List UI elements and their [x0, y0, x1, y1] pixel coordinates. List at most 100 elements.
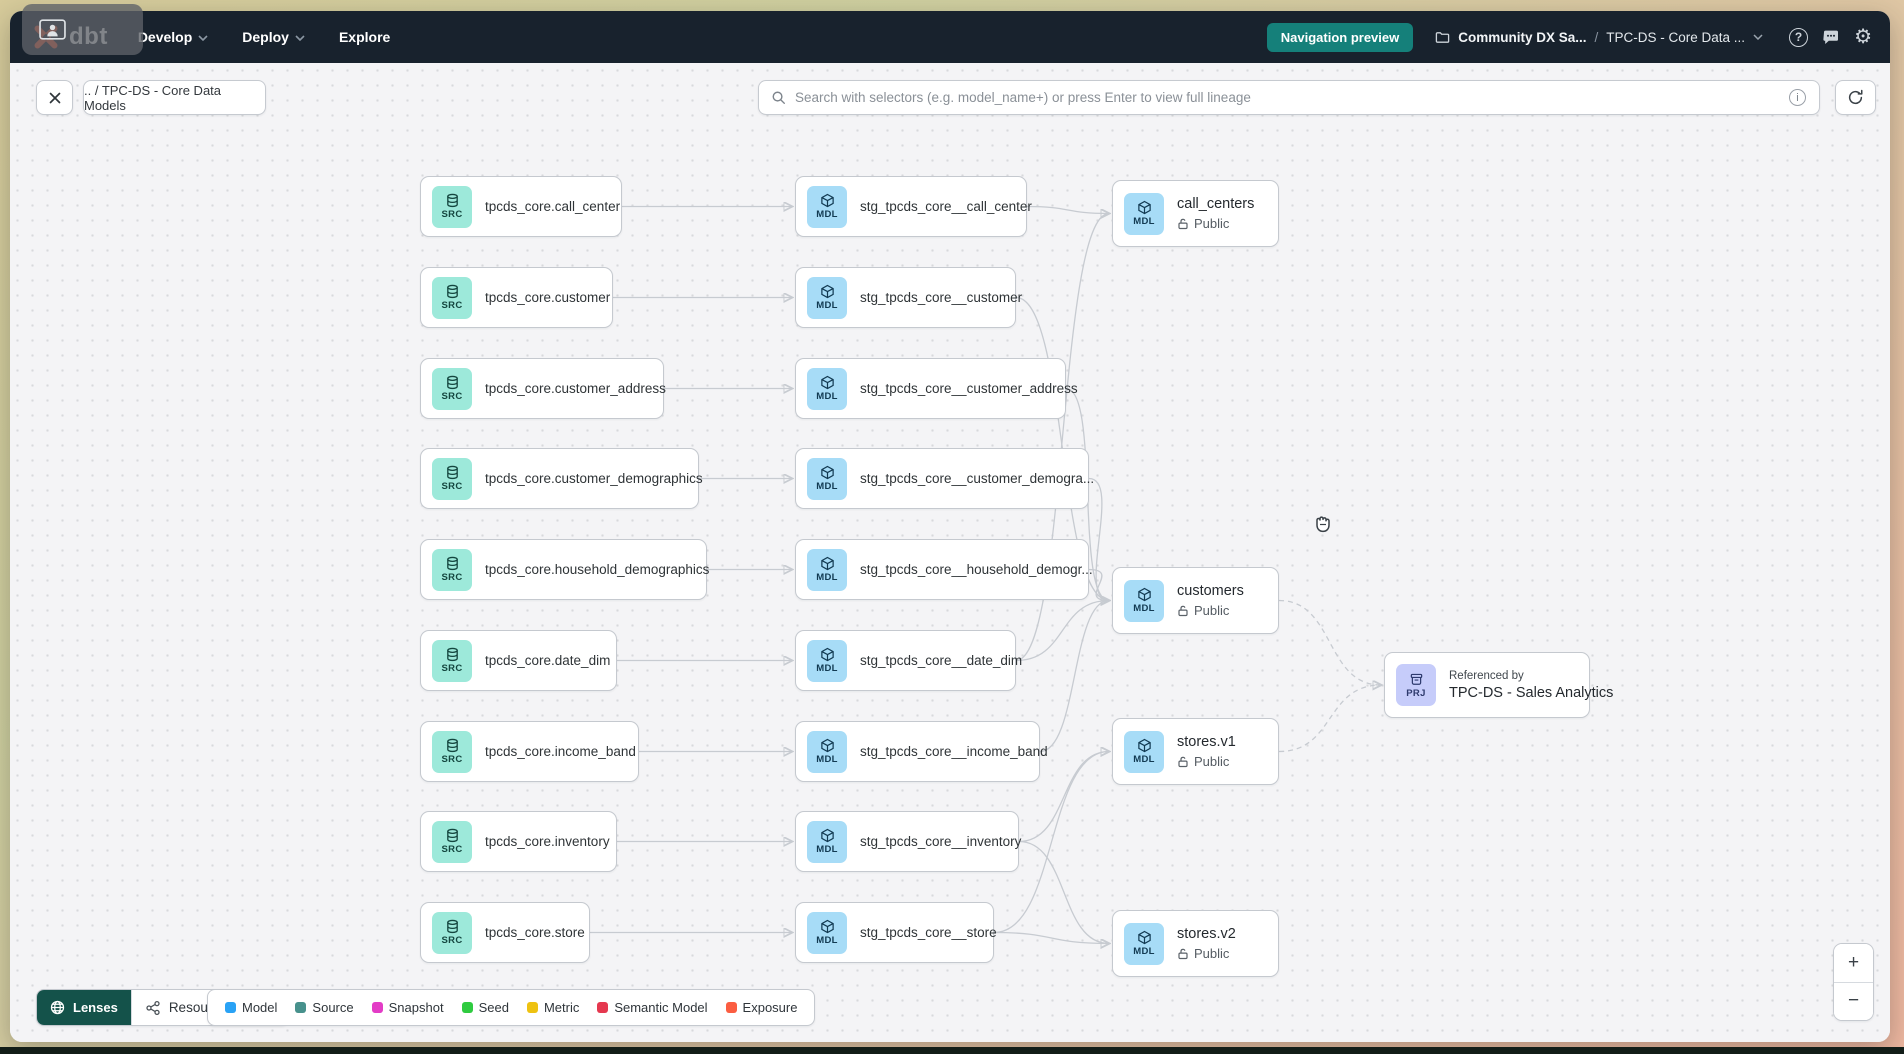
lineage-searchbar: i: [758, 80, 1820, 115]
legend-label: Seed: [478, 1000, 509, 1015]
legend-label: Source: [312, 1000, 354, 1015]
lineage-edge: [1026, 205, 1109, 214]
node-access: Public: [1177, 603, 1244, 618]
source-badge: SRC: [432, 911, 472, 954]
legend-swatch: [725, 1002, 737, 1013]
node-label: stg_tpcds_core__income_band: [860, 744, 1048, 759]
screen-bottom-strip: [0, 1047, 1904, 1054]
node-label: call_centers: [1177, 196, 1255, 212]
lineage-edge: [1018, 840, 1109, 944]
source-badge: SRC: [432, 457, 472, 500]
cube-icon: [820, 919, 834, 934]
source-badge: SRC: [432, 820, 472, 863]
breadcrumb-page[interactable]: TPC-DS - Core Data ...: [1606, 29, 1746, 45]
zoom-in-button[interactable]: +: [1834, 944, 1873, 983]
chevron-down-icon[interactable]: [1753, 34, 1763, 40]
nav-menu: Develop Deploy Explore: [138, 29, 391, 45]
model-badge: MDL: [1124, 579, 1164, 622]
resource-type-icon: [146, 1000, 160, 1015]
node-label: tpcds_core.customer: [485, 290, 611, 305]
model-badge: MDL: [807, 548, 847, 591]
close-lineage-button[interactable]: [36, 80, 73, 115]
breadcrumb: Community DX Sa... / TPC-DS - Core Data …: [1435, 30, 1763, 45]
graph-node-t5[interactable]: MDL stg_tpcds_core__household_demogr...: [795, 539, 1093, 600]
node-text: stg_tpcds_core__call_center: [860, 199, 1032, 214]
node-label: stg_tpcds_core__customer: [860, 290, 1023, 305]
model-badge: MDL: [807, 911, 847, 954]
node-text: stg_tpcds_core__household_demogr...: [860, 562, 1093, 577]
node-text: stg_tpcds_core__date_dim: [860, 653, 1022, 668]
zoom-controls: + −: [1833, 943, 1874, 1021]
graph-node-s9[interactable]: SRC tpcds_core.store: [420, 902, 590, 963]
database-icon: [446, 828, 458, 843]
node-label: tpcds_core.call_center: [485, 199, 621, 214]
info-icon[interactable]: i: [1789, 89, 1806, 106]
node-label: stg_tpcds_core__date_dim: [860, 653, 1023, 668]
nav-item-develop[interactable]: Develop: [138, 29, 208, 45]
help-icon[interactable]: ?: [1789, 27, 1809, 47]
node-access: Public: [1177, 216, 1254, 231]
archive-icon: [1410, 673, 1422, 685]
source-badge: SRC: [432, 367, 472, 410]
legend-label: Model: [242, 1000, 278, 1015]
model-badge: MDL: [807, 820, 847, 863]
lenses-button[interactable]: Lenses: [37, 990, 131, 1025]
lineage-edge: [1088, 477, 1109, 601]
legend-label: Metric: [543, 1000, 580, 1015]
node-text: stg_tpcds_core__customer: [860, 290, 1022, 305]
refresh-button[interactable]: [1835, 80, 1876, 115]
breadcrumb-project[interactable]: Community DX Sa...: [1458, 29, 1587, 45]
screen-share-indicator[interactable]: [22, 4, 143, 55]
cube-icon: [820, 375, 834, 390]
gear-icon[interactable]: ⚙: [1854, 26, 1872, 48]
navigation-preview-button[interactable]: Navigation preview: [1266, 22, 1414, 52]
search-input[interactable]: [795, 90, 1779, 105]
nav-item-explore[interactable]: Explore: [339, 29, 390, 45]
lineage-path-chip[interactable]: .. / TPC-DS - Core Data Models: [83, 80, 266, 115]
unlock-icon: [1178, 756, 1188, 767]
database-icon: [446, 647, 458, 662]
nav-item-deploy[interactable]: Deploy: [242, 29, 305, 45]
graph-node-s2[interactable]: SRC tpcds_core.customer: [420, 267, 613, 328]
database-icon: [446, 556, 458, 571]
zoom-out-button[interactable]: −: [1834, 982, 1873, 1020]
feedback-icon[interactable]: [1822, 29, 1840, 46]
cube-icon: [820, 647, 834, 662]
lineage-edge: [1015, 601, 1109, 662]
cube-icon: [1137, 930, 1151, 945]
source-badge: SRC: [432, 276, 472, 319]
legend-swatch: [371, 1002, 383, 1013]
node-access: Public: [1177, 754, 1236, 769]
close-icon: [49, 92, 60, 103]
lineage-edge: [993, 931, 1109, 944]
lineage-canvas[interactable]: .. / TPC-DS - Core Data Models i SRCtpcd…: [10, 63, 1890, 1042]
database-icon: [446, 919, 458, 934]
graph-node-s4[interactable]: SRC tpcds_core.customer_demographics: [420, 448, 703, 509]
node-text: tpcds_core.store: [485, 925, 585, 940]
node-access: Public: [1177, 946, 1236, 961]
node-label: tpcds_core.customer_demographics: [485, 471, 703, 486]
cube-icon: [1137, 200, 1151, 215]
node-label: tpcds_core.date_dim: [485, 653, 611, 668]
